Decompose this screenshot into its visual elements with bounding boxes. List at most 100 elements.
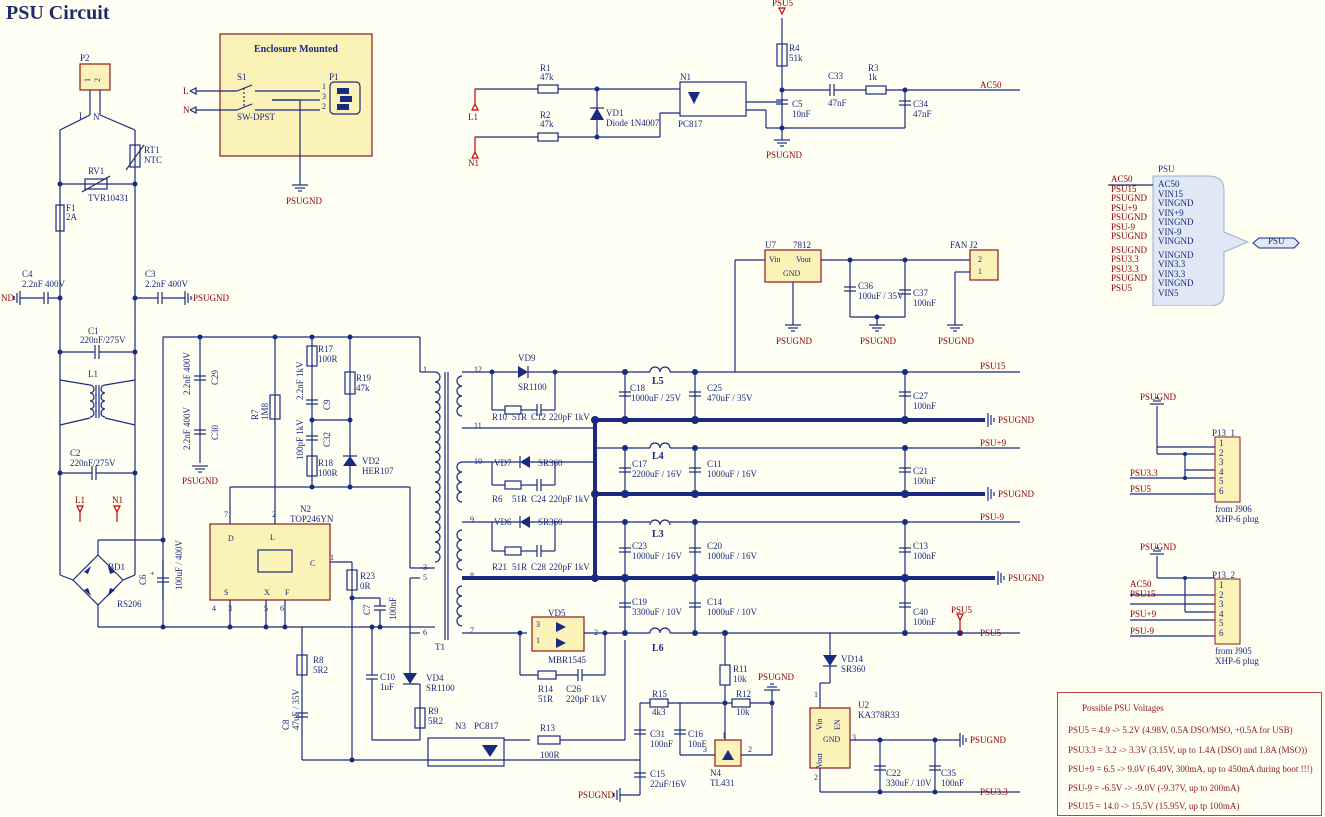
svg-text:5: 5 bbox=[423, 573, 427, 582]
harness-left-item-5: PSU-9 bbox=[1111, 221, 1136, 232]
r18-value: 100R bbox=[318, 468, 338, 478]
net-l: L bbox=[183, 86, 189, 96]
n4-value: TL431 bbox=[710, 778, 735, 788]
harness-left-item-0: AC50 bbox=[1111, 174, 1133, 184]
note-psum9: PSU-9 = -6.5V -> -9.0V (-9.37V, up to 20… bbox=[1068, 783, 1240, 793]
fan-connector bbox=[969, 249, 999, 281]
harness-left-item-2: PSUGND bbox=[1111, 193, 1148, 203]
c35-ref: C35 bbox=[941, 768, 957, 778]
pin-1: 1 bbox=[322, 82, 326, 91]
svg-text:3: 3 bbox=[703, 745, 707, 754]
l5-ref: L5 bbox=[652, 376, 664, 387]
c10-ref: C10 bbox=[380, 672, 396, 682]
p13-1-plug: XHP-6 plug bbox=[1215, 514, 1259, 524]
u2-value: KA378R33 bbox=[858, 710, 900, 720]
net-nd: ND bbox=[1, 293, 14, 303]
harness-left-item-1: PSU15 bbox=[1111, 183, 1137, 194]
p13-2-net-psum9: PSU-9 bbox=[1130, 626, 1155, 636]
svg-text:1: 1 bbox=[423, 365, 427, 374]
u2-vout: Vout bbox=[815, 752, 824, 768]
c4-ref: C4 bbox=[22, 269, 33, 279]
c5-value: 10nF bbox=[792, 109, 811, 119]
svg-text:7: 7 bbox=[224, 510, 228, 519]
r17-value: 100R bbox=[318, 354, 338, 364]
c23-value: 1000uF / 16V bbox=[632, 551, 683, 561]
switch-ref: S1 bbox=[237, 72, 247, 82]
svg-text:1: 1 bbox=[978, 267, 982, 276]
svg-text:3: 3 bbox=[536, 620, 540, 629]
svg-text:C: C bbox=[310, 559, 315, 568]
svg-text:11: 11 bbox=[474, 421, 482, 430]
p13-1-ref: P13_1 bbox=[1212, 428, 1236, 438]
vd7-value: SR360 bbox=[538, 458, 563, 468]
r6-value: 51R bbox=[512, 494, 527, 504]
net-l1-a: L1 bbox=[75, 495, 85, 505]
net-psup9: PSU+9 bbox=[980, 438, 1007, 448]
u7-vout: Vout bbox=[796, 255, 812, 264]
p13-2-net-ac50: AC50 bbox=[1130, 579, 1152, 589]
svg-text:1: 1 bbox=[83, 78, 92, 82]
switch-value: SW-DPST bbox=[237, 112, 276, 122]
u2-ldo bbox=[809, 707, 851, 769]
r11-value: 10k bbox=[733, 674, 747, 684]
svg-text:7: 7 bbox=[470, 626, 474, 635]
svg-text:1: 1 bbox=[330, 553, 334, 562]
svg-text:2: 2 bbox=[272, 510, 276, 519]
n2-value: TOP246YN bbox=[290, 514, 334, 524]
enclosure-heading: Enclosure Mounted bbox=[254, 44, 338, 55]
c31-value: 100nF bbox=[650, 739, 673, 749]
c23-ref: C23 bbox=[632, 541, 648, 551]
r6-ref: R6 bbox=[492, 494, 503, 504]
r21-ref: R21 bbox=[492, 562, 507, 572]
p13-2-pin-3: 4 bbox=[1219, 608, 1224, 619]
p13-1-pin-2: 3 bbox=[1219, 457, 1224, 467]
r23-value: 0R bbox=[360, 581, 371, 591]
c27-ref: C27 bbox=[913, 391, 929, 401]
r10-ref: R10 bbox=[492, 412, 508, 422]
r3-value: 1k bbox=[868, 72, 878, 82]
net-psum9: PSU-9 bbox=[980, 512, 1005, 522]
note-psu15: PSU15 = 14.0 -> 15.5V (15.95V, up tp 100… bbox=[1068, 801, 1240, 811]
conn-ref: P1 bbox=[329, 72, 339, 82]
u7-ref: U7 bbox=[765, 240, 776, 250]
harness-left-item-10: PSUGND bbox=[1111, 273, 1148, 283]
psu-port: PSU bbox=[1252, 236, 1300, 249]
svg-text:2: 2 bbox=[814, 773, 818, 782]
bd1-value: RS206 bbox=[117, 599, 142, 609]
harness-left-item-9: PSU3.3 bbox=[1111, 263, 1139, 274]
net-psu5-flag: PSU5 bbox=[951, 605, 973, 615]
n3-value: PC817 bbox=[474, 721, 499, 731]
c6-value: 100uF / 400V bbox=[174, 539, 184, 590]
svg-text:1: 1 bbox=[722, 731, 726, 740]
r14-ref: R14 bbox=[538, 684, 554, 694]
c30-value: 2.2nF 400V bbox=[182, 406, 192, 450]
c18-value: 1000uF / 25V bbox=[631, 393, 682, 403]
c4-value: 2.2nF 400V bbox=[22, 279, 66, 289]
svg-text:+: + bbox=[150, 569, 155, 578]
harness-right-item-0: AC50 bbox=[1158, 179, 1180, 189]
vd6-ref: VD6 bbox=[494, 517, 512, 527]
svg-text:D: D bbox=[228, 534, 234, 543]
net-psugnd-k: PSUGND bbox=[860, 336, 897, 346]
net-psugnd-d: PSUGND bbox=[998, 489, 1035, 499]
net-psugnd-g: PSUGND bbox=[578, 790, 615, 800]
svg-text:L: L bbox=[79, 111, 85, 121]
r19-value: 47k bbox=[356, 383, 370, 393]
p13-1-net-psu5: PSU5 bbox=[1130, 484, 1152, 494]
net-psu15: PSU15 bbox=[980, 361, 1006, 371]
c21-value: 100nF bbox=[913, 476, 936, 486]
c8-ref: C8 bbox=[281, 719, 291, 730]
svg-text:1: 1 bbox=[814, 690, 818, 699]
vd14-ref: VD14 bbox=[841, 654, 863, 664]
svg-text:1: 1 bbox=[536, 636, 540, 645]
vd1-value: Diode 1N4007 bbox=[606, 118, 660, 128]
p13-1-from: from J906 bbox=[1215, 504, 1252, 514]
n1-optocoupler bbox=[679, 81, 747, 117]
c2-ref: C2 bbox=[70, 448, 81, 458]
r19-ref: R19 bbox=[356, 373, 372, 383]
c20-value: 1000uF / 16V bbox=[707, 551, 758, 561]
r9-ref: R9 bbox=[428, 706, 439, 716]
p13-2-plug: XHP-6 plug bbox=[1215, 656, 1259, 666]
r15-value: 4k3 bbox=[652, 707, 666, 717]
